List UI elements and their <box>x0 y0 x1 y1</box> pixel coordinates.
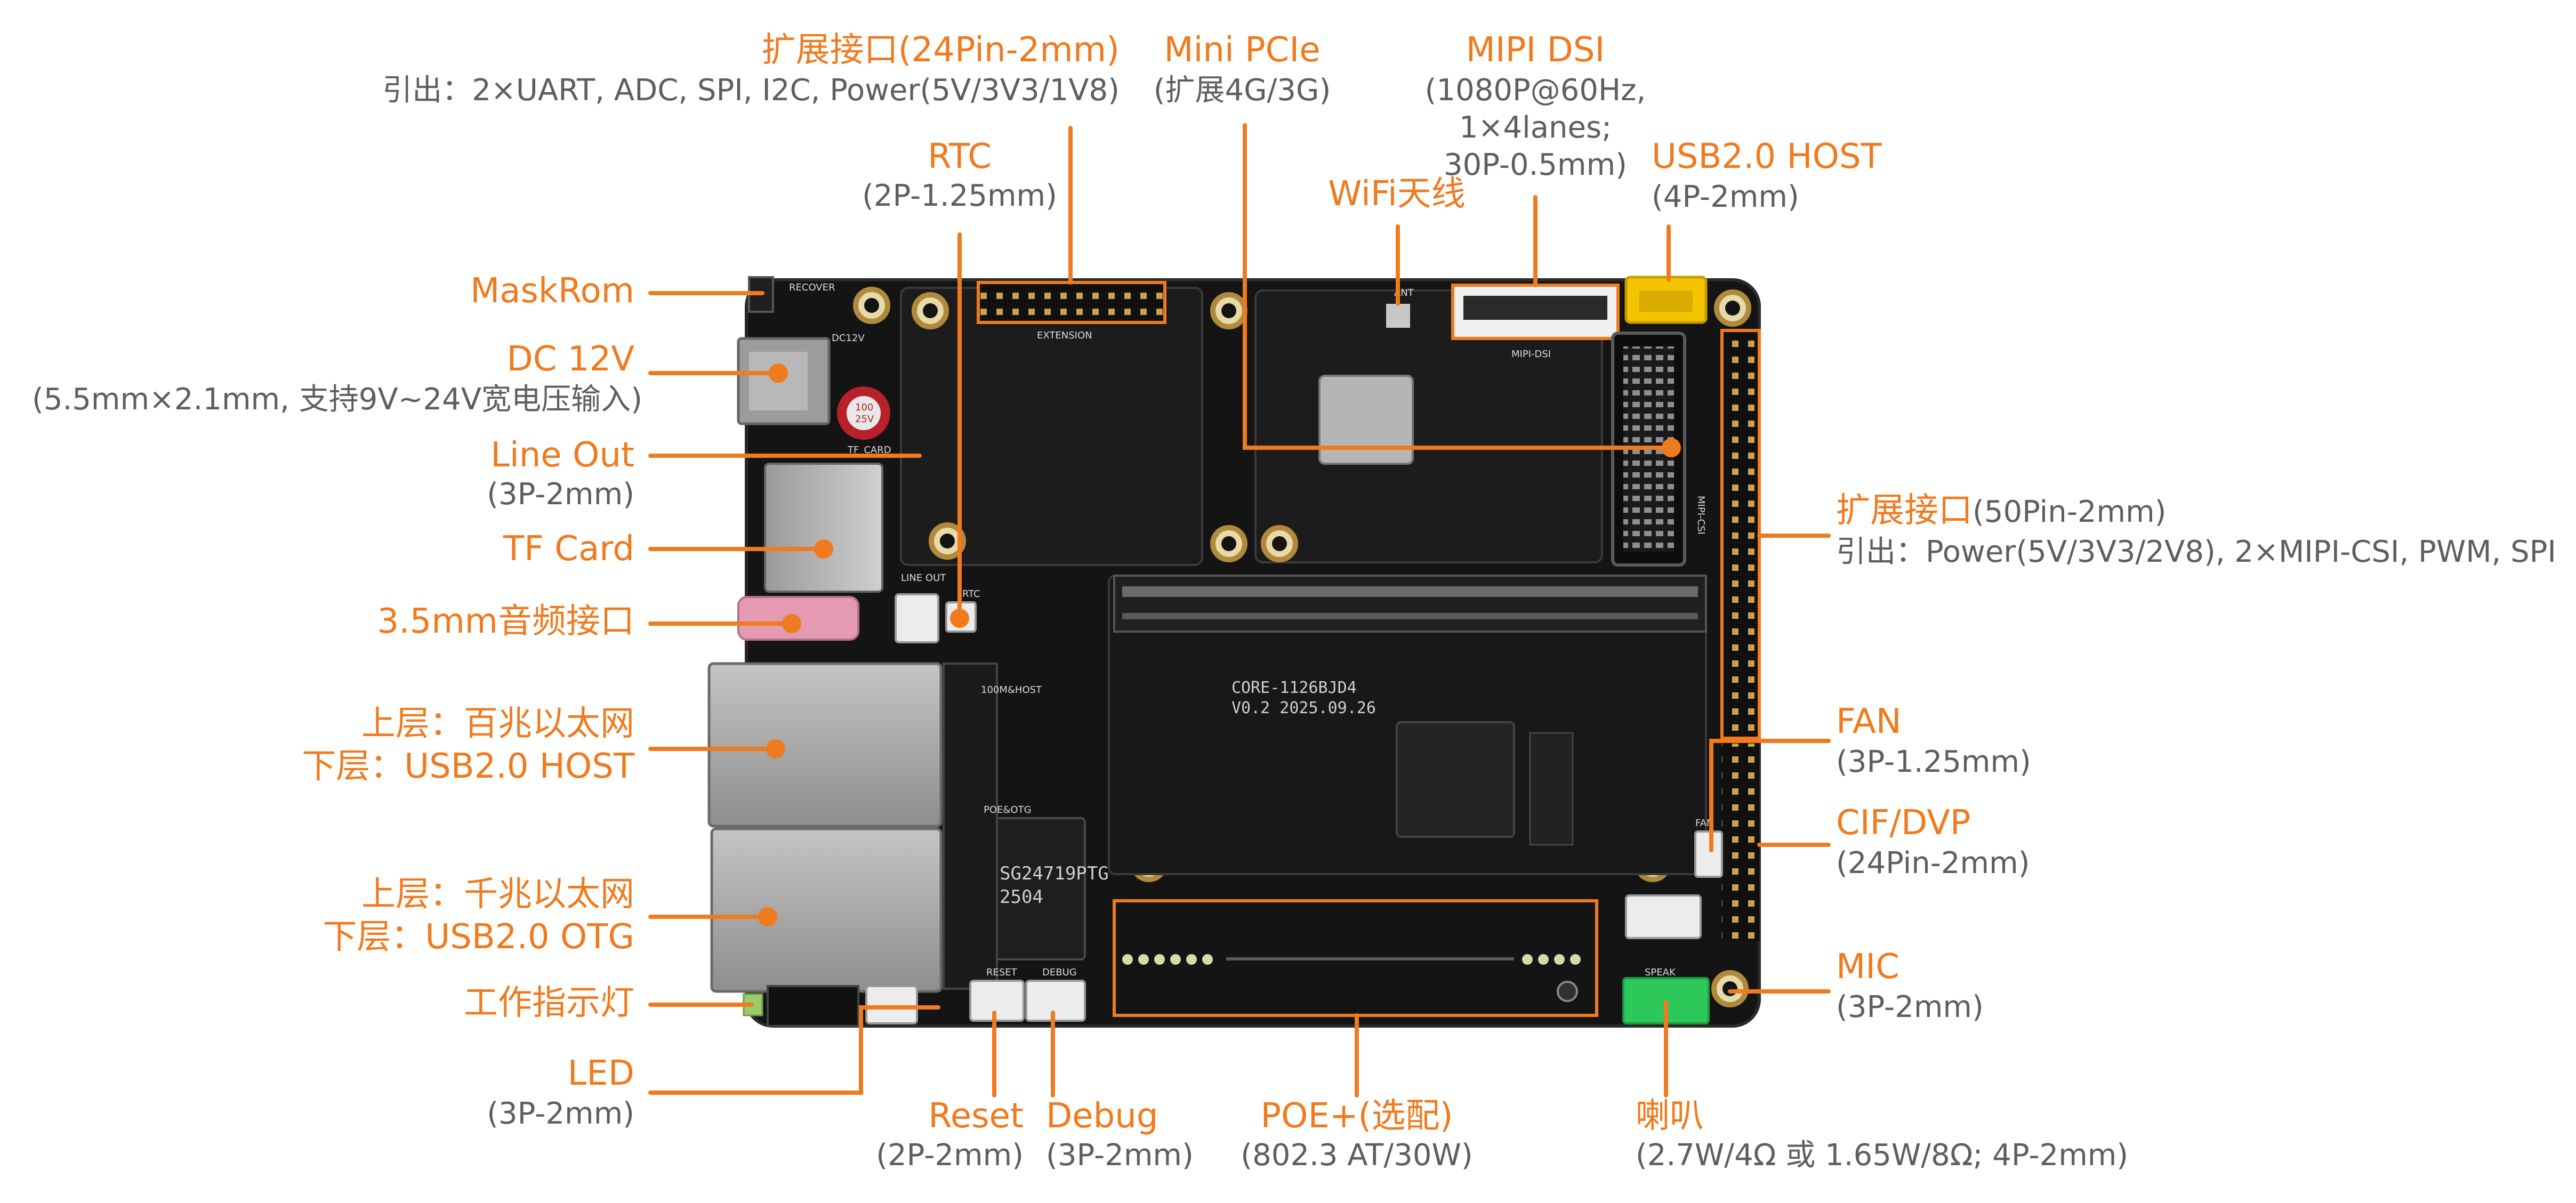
mic-title: MIC <box>1836 947 1899 987</box>
silk-dc12v: DC12V <box>832 333 865 344</box>
led-connector <box>865 985 918 1024</box>
poe-detail: (802.3 AT/30W) <box>1241 1138 1473 1173</box>
mipi-dsi-detail3: 30P-0.5mm) <box>1443 148 1627 182</box>
silk-mipi-dsi: MIPI-DSI <box>1511 349 1551 360</box>
mipi-dsi-detail2: 1×4lanes; <box>1459 110 1612 145</box>
reset-detail: (2P-2mm) <box>876 1138 1024 1173</box>
silk-rtc: RTC <box>962 588 980 600</box>
eth100-line1: 上层：百兆以太网 <box>361 704 634 744</box>
silk-host: 100M&HOST <box>981 684 1042 696</box>
silk-reset: RESET <box>986 967 1018 978</box>
extension24-title: 扩展接口 <box>761 30 898 70</box>
maskrom-title: MaskRom <box>470 271 634 311</box>
callout-extension24: 扩展接口(24Pin-2mm) <box>693 30 1120 71</box>
silk-extension: EXTENSION <box>1037 330 1092 341</box>
silk-speak: SPEAK <box>1645 967 1676 978</box>
mini-pcie-detail: (扩展4G/3G) <box>1153 73 1331 108</box>
silk-mipi-csi: MIPI-CSI <box>1695 496 1706 535</box>
reset-connector <box>969 980 1025 1022</box>
fan-detail: (3P-1.25mm) <box>1836 745 2031 779</box>
mini-pcie-title: Mini PCIe <box>1164 30 1321 70</box>
speaker-detail: (2.7W/4Ω 或 1.65W/8Ω; 4P-2mm) <box>1636 1138 2129 1173</box>
extension-24pin-header <box>977 281 1166 324</box>
usb-host-title: USB2.0 HOST <box>1652 137 1882 176</box>
fan-title: FAN <box>1836 702 1902 741</box>
mipi-dsi-title: MIPI DSI <box>1466 30 1605 70</box>
silk-poe-otg: POE&OTG <box>984 804 1032 816</box>
extension24-title-suffix: (24Pin-2mm) <box>898 30 1120 70</box>
led-detail: (3P-2mm) <box>487 1096 634 1131</box>
extension50-title-suffix: (50Pin-2mm) <box>1973 495 2167 529</box>
sodimm-socket <box>1113 575 1707 633</box>
mini-pcie-area <box>1254 289 1603 563</box>
speaker-title: 喇叭 <box>1636 1096 1704 1136</box>
debug-detail: (3P-2mm) <box>1046 1138 1194 1173</box>
electrolytic-capacitor <box>837 386 890 440</box>
rj45-lower <box>710 827 943 993</box>
transformer-marking-line: 2504 <box>1000 886 1043 908</box>
mipi-dsi-detail1: (1080P@60Hz, <box>1424 73 1646 108</box>
debug-connector <box>1025 980 1086 1022</box>
reset-title: Reset <box>928 1096 1024 1136</box>
callout-extension50: 扩展接口(50Pin-2mm) <box>1836 490 2166 531</box>
line-out-title: Line Out <box>490 435 634 475</box>
core-silk-line2: V0.2 2025.09.26 <box>1231 699 1376 717</box>
wifi-module <box>1318 375 1414 465</box>
tf-card-slot <box>764 463 883 593</box>
indicator-title: 工作指示灯 <box>464 983 634 1023</box>
silk-tf-card: TF_CARD <box>847 445 891 456</box>
debug-title: Debug <box>1046 1096 1158 1136</box>
core-silk-line1: CORE-1126BJD4 <box>1231 679 1357 697</box>
usb-host-detail: (4P-2mm) <box>1652 180 1799 214</box>
dc12v-detail: (5.5mm×2.1mm, 支持9V~24V宽电压输入) <box>32 382 642 417</box>
capacitor-marking-line: 25V <box>855 414 874 425</box>
mic-detail: (3P-2mm) <box>1836 990 1984 1024</box>
line-out-detail: (3P-2mm) <box>487 477 634 512</box>
tf-card-title: TF Card <box>503 529 634 569</box>
audio-title: 3.5mm音频接口 <box>377 602 634 641</box>
silk-line-out: LINE OUT <box>901 572 946 584</box>
extension50-detail: 引出：Power(5V/3V3/2V8), 2×MIPI-CSI, PWM, S… <box>1836 535 2556 569</box>
fan-connector <box>1694 830 1723 878</box>
extension24-detail: 引出：2×UART, ADC, SPI, I2C, Power(5V/3V3/1… <box>382 73 1120 108</box>
rj45-upper <box>707 662 943 828</box>
extension-50pin-header <box>1720 329 1761 740</box>
mic-connector <box>1625 894 1702 939</box>
cif-dvp-header <box>1722 744 1759 941</box>
silk-debug: DEBUG <box>1042 967 1077 978</box>
extension50-title: 扩展接口 <box>1836 491 1973 530</box>
led-title: LED <box>567 1054 634 1093</box>
silk-recover: RECOVER <box>789 282 835 293</box>
soc-chip <box>1396 721 1515 838</box>
poe-title: POE+(选配) <box>1260 1096 1453 1136</box>
wifi-antenna-connector <box>1386 304 1410 328</box>
silk-fan: FAN <box>1695 818 1713 829</box>
eth1000-line1: 上层：千兆以太网 <box>361 875 634 914</box>
eth100-line2: 下层：USB2.0 HOST <box>302 747 634 786</box>
eth1000-line2: 下层：USB2.0 OTG <box>323 917 634 957</box>
line-out-connector <box>895 593 939 643</box>
capacitor-marking-line: 100 <box>855 402 873 413</box>
rtc-title: RTC <box>928 137 992 176</box>
dc12v-title: DC 12V <box>506 340 634 379</box>
rtc-detail: (2P-1.25mm) <box>862 179 1057 213</box>
cif-title: CIF/DVP <box>1836 803 1971 843</box>
leader-lines <box>648 123 1831 1097</box>
transformer-marking-line: SG24719PTG <box>1000 863 1109 884</box>
cif-detail: (24Pin-2mm) <box>1836 846 2030 881</box>
wifi-title: WiFi天线 <box>1328 174 1466 214</box>
